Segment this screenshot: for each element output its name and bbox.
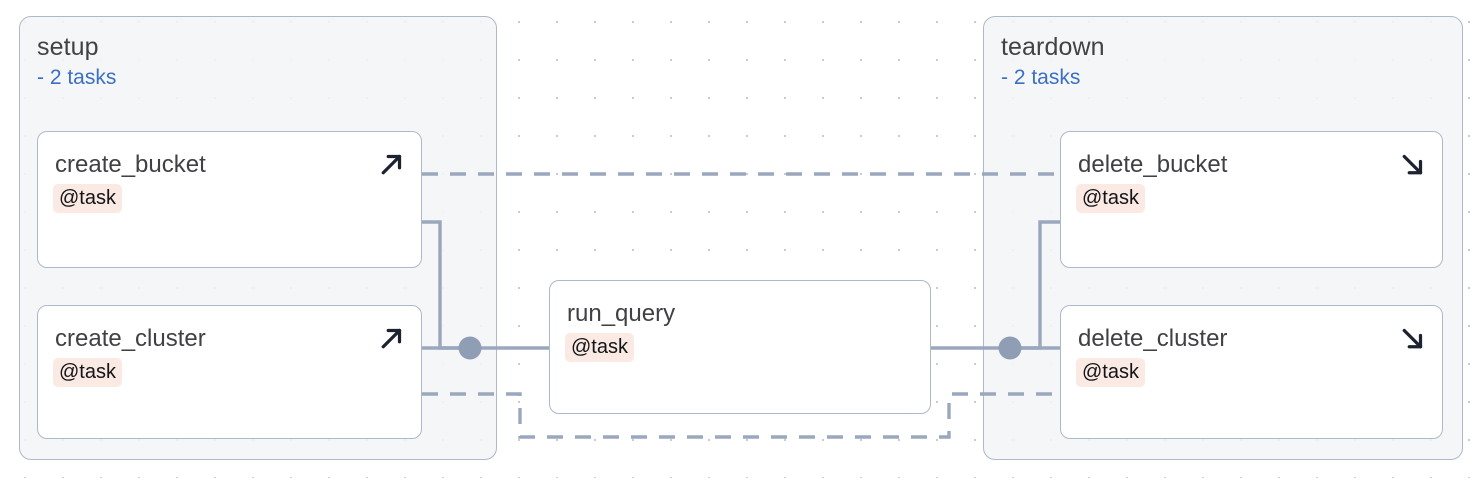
- node-run-query-label: run_query: [567, 300, 676, 327]
- arrow-up-right-icon: [377, 323, 407, 353]
- node-create-cluster[interactable]: create_cluster @task: [37, 305, 422, 439]
- node-delete-cluster-badge: @task: [1076, 358, 1145, 387]
- group-setup-title: setup: [37, 33, 99, 61]
- arrow-down-right-icon: [1398, 323, 1428, 353]
- arrow-down-right-icon: [1398, 149, 1428, 179]
- group-setup-subtitle: - 2 tasks: [37, 66, 117, 89]
- node-run-query[interactable]: run_query @task: [549, 280, 931, 414]
- node-create-cluster-badge: @task: [53, 358, 122, 387]
- node-create-cluster-label: create_cluster: [55, 325, 206, 352]
- node-run-query-badge: @task: [565, 333, 634, 362]
- node-delete-bucket-badge: @task: [1076, 184, 1145, 213]
- group-teardown-title: teardown: [1001, 33, 1105, 61]
- node-delete-cluster-label: delete_cluster: [1078, 325, 1228, 352]
- node-create-bucket[interactable]: create_bucket @task: [37, 131, 422, 268]
- arrow-up-right-icon: [377, 149, 407, 179]
- node-create-bucket-label: create_bucket: [55, 151, 206, 178]
- node-create-bucket-badge: @task: [53, 184, 122, 213]
- group-teardown-subtitle: - 2 tasks: [1001, 66, 1081, 89]
- node-delete-bucket[interactable]: delete_bucket @task: [1060, 131, 1443, 268]
- node-delete-bucket-label: delete_bucket: [1078, 151, 1228, 178]
- node-delete-cluster[interactable]: delete_cluster @task: [1060, 305, 1443, 439]
